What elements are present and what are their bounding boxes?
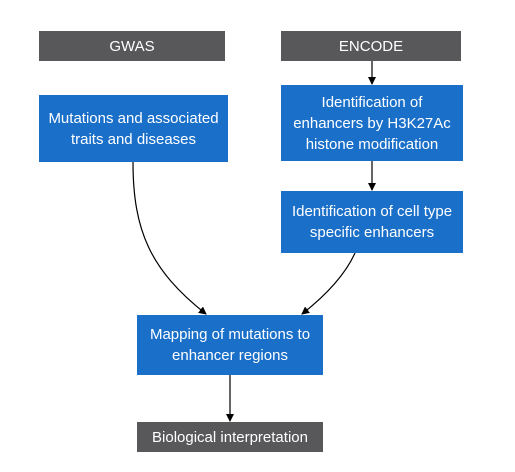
- node-encode-label: ENCODE: [338, 37, 404, 55]
- node-mapping-mutations-to-enhancers: Mapping of mutations to enhancer regions: [137, 315, 323, 375]
- edge-celltype-to-mapping: [301, 252, 356, 315]
- node-gwas: GWAS: [39, 31, 225, 61]
- node-cell-type-specific-enhancers: Identification of cell type specific enh…: [281, 191, 463, 253]
- node-celltype-label: Identification of cell type specific enh…: [291, 203, 453, 241]
- node-encode: ENCODE: [281, 31, 461, 61]
- node-mutations-traits-diseases: Mutations and associated traits and dise…: [39, 95, 228, 162]
- node-enhancer-identification-h3k27ac: Identification of enhancers by H3K27Ac h…: [281, 85, 463, 161]
- edge-mutations-to-mapping: [132, 161, 207, 315]
- node-bio-label: Biological interpretation: [152, 428, 308, 446]
- node-gwas-label: GWAS: [109, 37, 155, 55]
- node-mapping-label: Mapping of mutations to enhancer regions: [149, 326, 311, 364]
- node-biological-interpretation: Biological interpretation: [137, 422, 323, 452]
- node-mutations-label: Mutations and associated traits and dise…: [48, 109, 219, 148]
- node-h3k27-label: Identification of enhancers by H3K27Ac h…: [293, 93, 451, 153]
